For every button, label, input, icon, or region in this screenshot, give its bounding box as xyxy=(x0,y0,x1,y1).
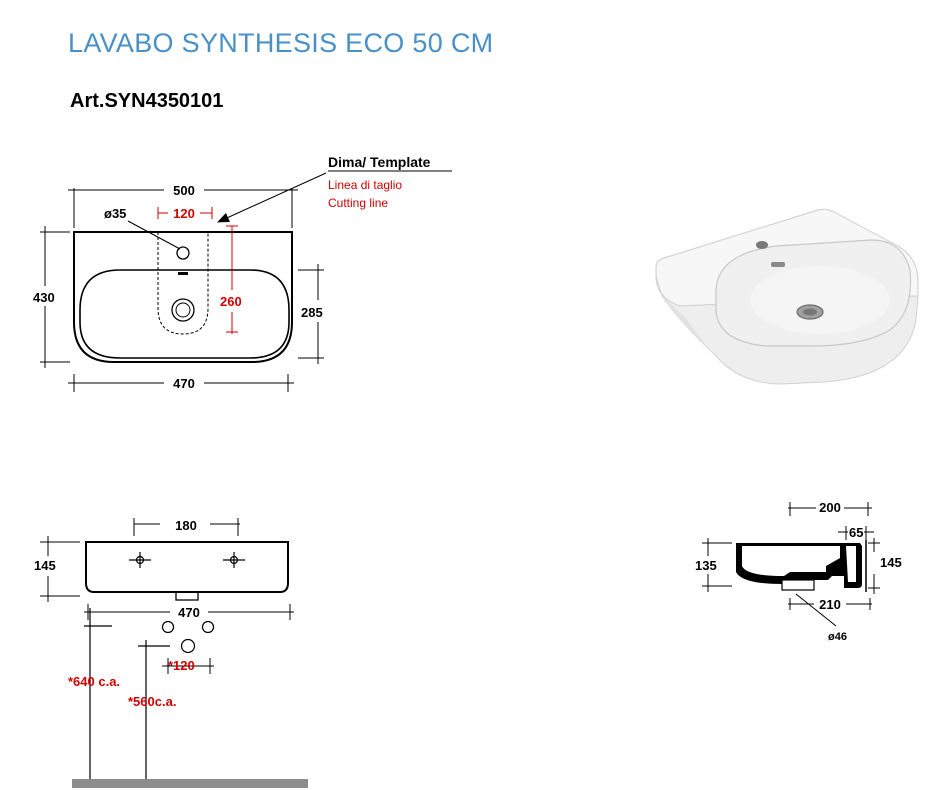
overflow-slot xyxy=(178,272,188,275)
article-code: Art.SYN4350101 xyxy=(70,90,224,112)
dim-drain-offset: *120 xyxy=(168,658,195,673)
dim-height-bowl: 285 xyxy=(301,305,323,320)
floor-line xyxy=(72,779,308,788)
dim-fixings: 180 xyxy=(175,518,197,533)
dim-template-depth: 260 xyxy=(220,294,242,309)
dim-hole-diameter: ø35 xyxy=(104,206,126,221)
fixing-left xyxy=(129,552,151,568)
dim-drain-height-a: *640 c.a. xyxy=(68,674,120,689)
dim-template-offset: 120 xyxy=(173,206,195,221)
dim-height-total: 430 xyxy=(33,290,55,305)
bowl-outline xyxy=(79,269,290,359)
dim-width-total: 500 xyxy=(173,183,195,198)
template-cutting-line xyxy=(157,232,209,335)
fixing-right xyxy=(223,552,245,568)
page-title: LAVABO SYNTHESIS ECO 50 CM xyxy=(68,28,494,58)
product-render xyxy=(655,208,919,385)
dim-side-depth-top: 200 xyxy=(819,500,841,515)
dim-side-depth-bottom: 210 xyxy=(819,597,841,612)
tap-hole xyxy=(176,246,190,260)
template-title: Dima/ Template xyxy=(328,154,431,170)
template-label: Dima/ Template Linea di taglio Cutting l… xyxy=(217,154,452,223)
dim-width-bowl: 470 xyxy=(173,376,195,391)
template-line2: Cutting line xyxy=(328,196,388,210)
dim-side-height-left: 135 xyxy=(695,558,717,573)
dim-drain-diameter: ø46 xyxy=(828,631,847,643)
dim-front-width: 470 xyxy=(178,605,200,620)
dim-side-height-right: 145 xyxy=(880,555,902,570)
front-basin-outline xyxy=(85,541,289,593)
top-view: 500 ø35 120 260 430 285 470 xyxy=(33,183,324,392)
front-view: 180 145 470 *120 *640 c.a. *560c.a. xyxy=(34,518,308,788)
wall-hole-drain xyxy=(180,638,196,654)
basin-outline xyxy=(73,231,293,363)
dim-side-back: 65 xyxy=(849,525,863,540)
dim-front-height: 145 xyxy=(34,558,56,573)
dim-drain-height-b: *560c.a. xyxy=(128,694,176,709)
drain xyxy=(171,298,195,322)
wall-hole-left xyxy=(161,620,175,634)
wall-hole-right xyxy=(201,620,215,634)
side-view: 200 65 135 145 210 ø46 xyxy=(695,500,902,643)
template-line1: Linea di taglio xyxy=(328,178,402,192)
